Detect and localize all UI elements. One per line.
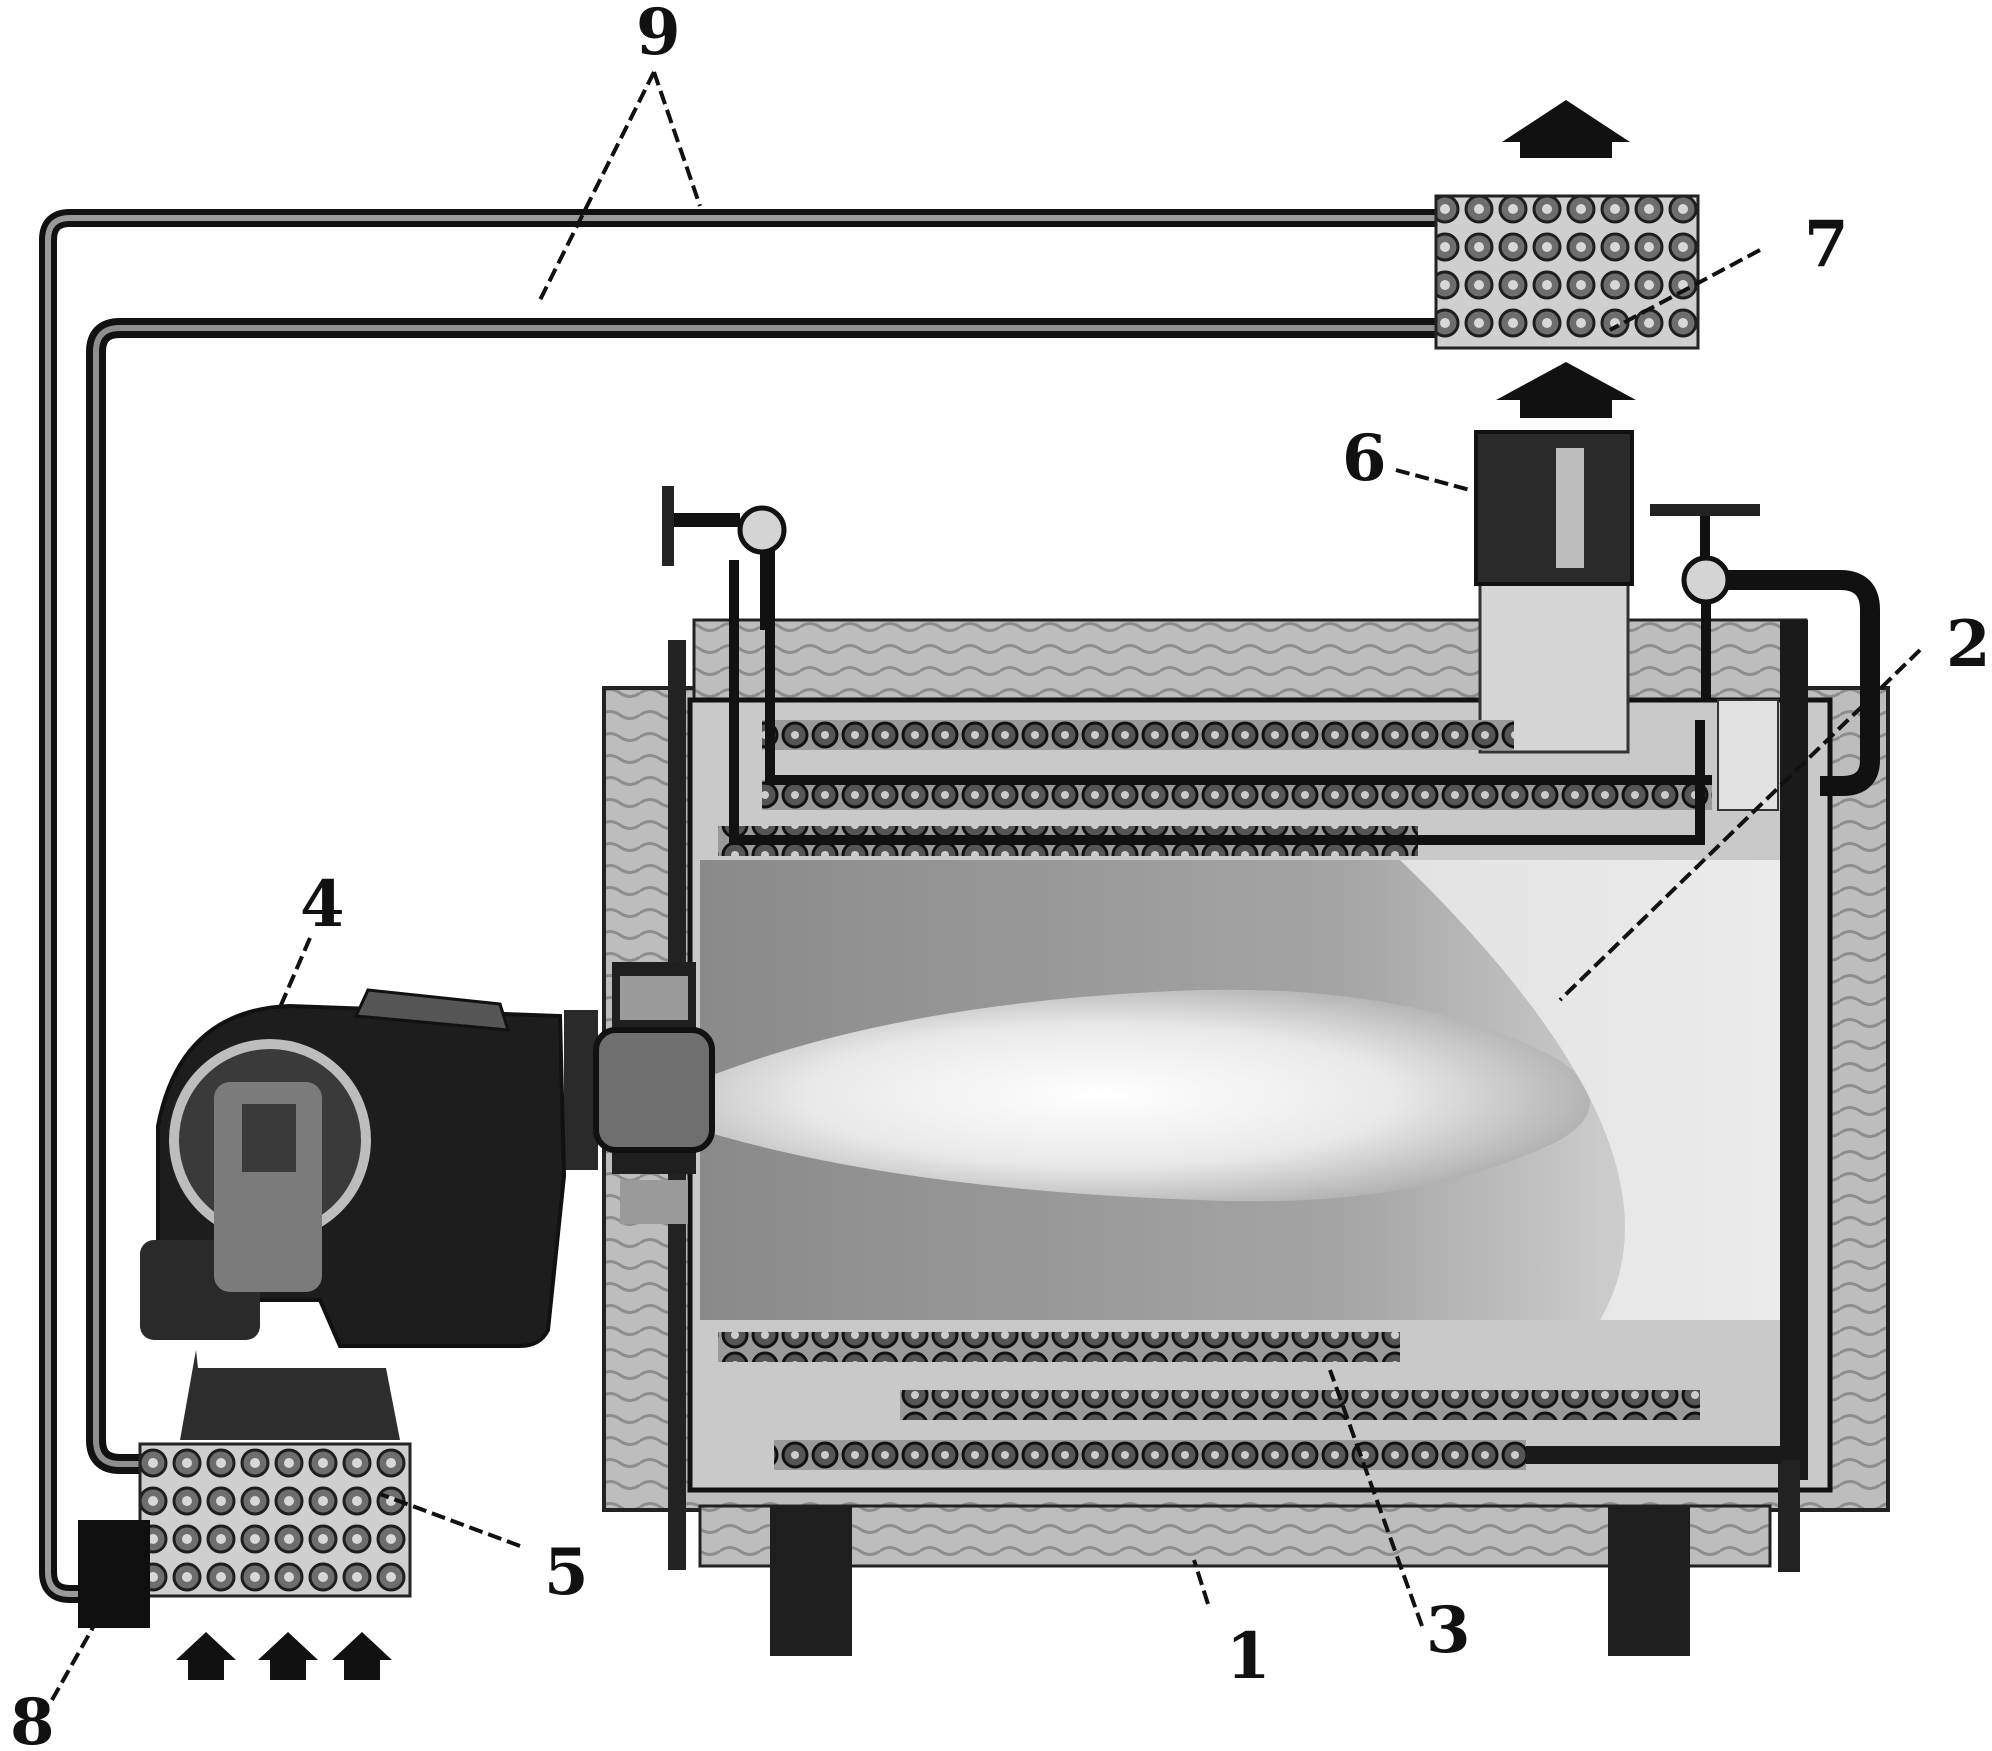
burner xyxy=(140,988,567,1440)
air-duct-pipes xyxy=(39,209,1450,1603)
flame xyxy=(700,860,1780,1320)
up-arrow-icon xyxy=(1502,100,1630,158)
exhaust-stack xyxy=(1474,430,1634,754)
callout-8: 8 xyxy=(10,1685,55,1751)
callout-5: 5 xyxy=(544,1535,589,1610)
boiler-base xyxy=(698,1504,1772,1656)
callout-3: 3 xyxy=(1426,1593,1471,1668)
up-arrow-icon xyxy=(332,1632,392,1680)
lower-coils xyxy=(718,1332,1782,1470)
outlet-valve xyxy=(1650,504,1880,811)
callout-7: 7 xyxy=(1804,207,1849,282)
callout-6: 6 xyxy=(1342,421,1387,496)
up-arrow-icon xyxy=(258,1632,318,1680)
air-preheater xyxy=(1434,194,1700,350)
up-arrow-icon xyxy=(1496,362,1636,418)
up-arrow-icon xyxy=(176,1632,236,1680)
upper-coils xyxy=(718,520,1712,856)
inlet-valve xyxy=(662,486,787,630)
fan-box xyxy=(78,1520,150,1628)
callout-9: 9 xyxy=(636,0,681,70)
air-intake-filter xyxy=(138,1442,412,1598)
callout-4: 4 xyxy=(300,867,345,942)
burner-mount xyxy=(564,962,715,1224)
callout-2: 2 xyxy=(1946,607,1991,682)
callout-1: 1 xyxy=(1226,1619,1271,1694)
leader-lines xyxy=(50,71,1922,1701)
